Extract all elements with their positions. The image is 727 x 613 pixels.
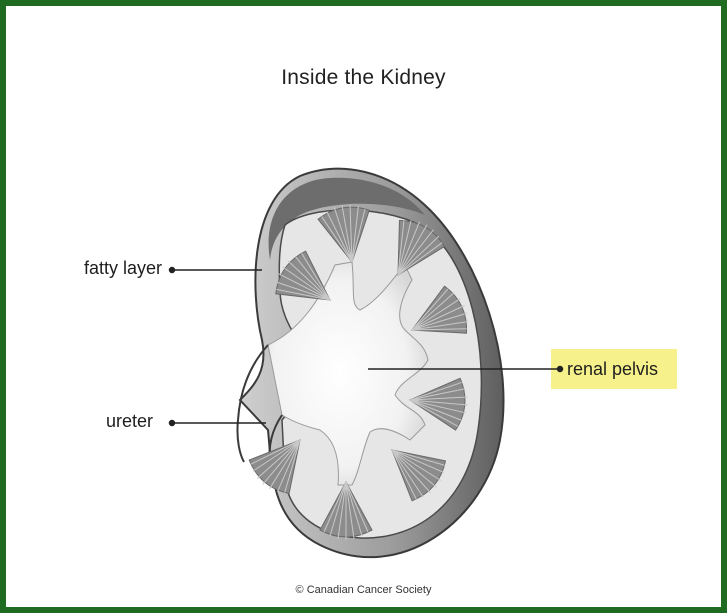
diagram-title: Inside the Kidney	[0, 66, 727, 90]
label-fatty-layer: fatty layer	[84, 258, 162, 279]
label-renal-pelvis: renal pelvis	[553, 351, 677, 389]
label-ureter: ureter	[106, 411, 153, 432]
copyright-credit: © Canadian Cancer Society	[0, 584, 727, 596]
